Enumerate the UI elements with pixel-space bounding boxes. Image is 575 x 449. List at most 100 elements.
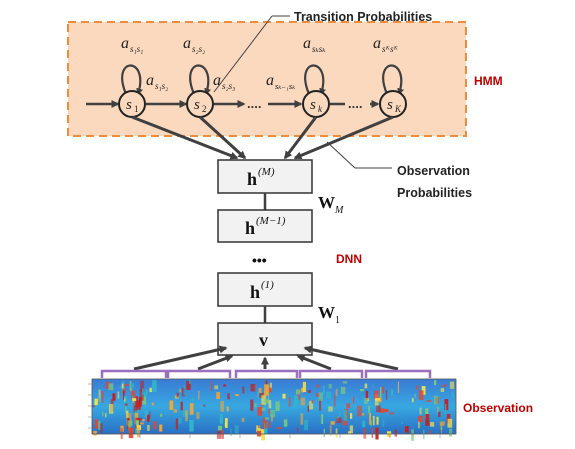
spectrogram-cell xyxy=(333,394,336,407)
frame-bracket xyxy=(364,369,432,378)
spectrogram-cell xyxy=(343,409,348,421)
spectrogram-cell xyxy=(340,386,346,394)
spectrogram-cell xyxy=(271,415,273,422)
state-label: s xyxy=(310,97,316,113)
spectrogram-cell xyxy=(378,397,382,403)
weight-W1: W 1 xyxy=(318,303,340,326)
spectrogram-cell xyxy=(353,396,355,404)
spectrogram-cell xyxy=(264,420,267,429)
spectrogram-cell xyxy=(268,421,271,428)
spectrogram-cell xyxy=(416,385,419,390)
layer-superscript: (1) xyxy=(261,279,274,291)
spectrogram-cell xyxy=(94,398,98,406)
spectrogram-cell xyxy=(250,383,256,392)
spectrogram-cell xyxy=(264,417,269,420)
spectrogram-cell xyxy=(223,384,226,387)
emission-arrow-s2 xyxy=(198,115,247,160)
spectrogram-cell xyxy=(173,409,177,413)
transition-label-2-3: a s₂s₃ xyxy=(213,72,235,91)
spectrogram-cell xyxy=(335,428,338,438)
spectrogram-cell xyxy=(283,419,288,427)
spectrogram-cell xyxy=(137,427,140,438)
spectrogram-cell xyxy=(363,428,367,439)
state-subscript: 1 xyxy=(134,104,139,114)
spectrogram-cell xyxy=(135,420,139,426)
state-subscript: 2 xyxy=(202,104,207,114)
spectrogram-cell xyxy=(425,408,429,420)
spectrogram-cell xyxy=(372,383,374,388)
spectrogram-cell xyxy=(268,400,272,409)
spectrogram-cell xyxy=(160,413,163,417)
spectrogram-cell xyxy=(379,408,385,413)
spectrogram-cell xyxy=(135,396,138,408)
self-loop-s2 xyxy=(189,64,211,96)
spectrogram-cell xyxy=(342,420,348,426)
spectrogram-cell xyxy=(376,405,381,413)
spectrogram-cell xyxy=(108,383,114,391)
spectrogram-cell xyxy=(179,388,181,393)
spectrogram-cell xyxy=(329,425,332,436)
self-loop-label-k: a sₖsₖ xyxy=(303,35,326,54)
observation-probabilities-label-line2: Probabilities xyxy=(397,186,472,200)
prob-subscript: sᴷsᴷ xyxy=(382,44,398,54)
spectrogram-cell xyxy=(124,398,126,402)
spectrogram-cell xyxy=(304,419,308,431)
layer-superscript: (M−1) xyxy=(256,215,286,227)
prob-base: a xyxy=(146,72,154,89)
layer-label: h xyxy=(245,218,255,238)
spectrogram-cell xyxy=(261,407,266,411)
spectrogram-cell xyxy=(242,386,245,394)
spectrogram-cell xyxy=(390,389,394,396)
weight-label: W xyxy=(318,303,335,322)
spectrogram-cell xyxy=(401,421,403,425)
spectrogram-cell xyxy=(95,419,98,429)
spectrogram-cell xyxy=(301,387,305,393)
spectrogram-cell xyxy=(130,383,135,388)
self-loop-sk xyxy=(304,64,326,96)
input-arrow-1 xyxy=(133,345,228,371)
state-label: s xyxy=(387,97,393,113)
transition-probabilities-label: Transition Probabilities xyxy=(294,10,432,24)
weight-subscript: 1 xyxy=(335,315,340,326)
spectrogram-cell xyxy=(196,412,200,420)
spectrogram-cell xyxy=(328,406,333,412)
spectrogram-cell xyxy=(140,422,144,425)
spectrogram-cell xyxy=(307,390,311,393)
chain-dots-1: .... xyxy=(247,96,261,111)
spectrogram-cell xyxy=(316,393,319,397)
self-loop-label-2: a s₂s₂ xyxy=(183,35,205,54)
prob-base: a xyxy=(266,72,274,89)
spectrogram-cell xyxy=(342,381,348,384)
spectrogram-cell xyxy=(214,385,219,390)
prob-base: a xyxy=(373,35,381,52)
layer-superscript: (M) xyxy=(258,166,275,178)
spectrogram-cell xyxy=(434,380,437,386)
spectrogram-cell xyxy=(142,419,145,422)
spectrogram-cell xyxy=(302,381,306,392)
transition-label-1-2: a s₁s₂ xyxy=(146,72,168,91)
spectrogram-cell xyxy=(198,390,200,400)
spectrogram-cell xyxy=(364,397,368,404)
spectrogram-cell xyxy=(99,397,101,405)
spectrogram-cell xyxy=(149,387,152,393)
state-s2: s 2 xyxy=(186,90,214,118)
spectrogram-cell xyxy=(254,402,257,408)
spectrogram-cell xyxy=(419,407,422,415)
spectrogram-cell xyxy=(433,395,439,405)
spectrogram-cell xyxy=(136,400,141,410)
spectrogram-cell xyxy=(258,388,262,394)
prob-subscript: s₂s₃ xyxy=(222,81,235,91)
weight-subscript: M xyxy=(334,205,344,216)
spectrogram-cell xyxy=(404,426,409,433)
spectrogram-cell xyxy=(423,429,425,440)
spectrogram-cell xyxy=(257,430,262,437)
spectrogram-cell xyxy=(219,414,223,424)
spectrogram-cell xyxy=(181,387,185,397)
spectrogram-cell xyxy=(261,395,267,405)
frame-bracket xyxy=(234,369,299,378)
spectrogram-cell xyxy=(112,393,116,401)
state-label: s xyxy=(126,97,132,113)
spectrogram-cell xyxy=(125,405,127,414)
spectrogram-cell xyxy=(257,406,263,416)
